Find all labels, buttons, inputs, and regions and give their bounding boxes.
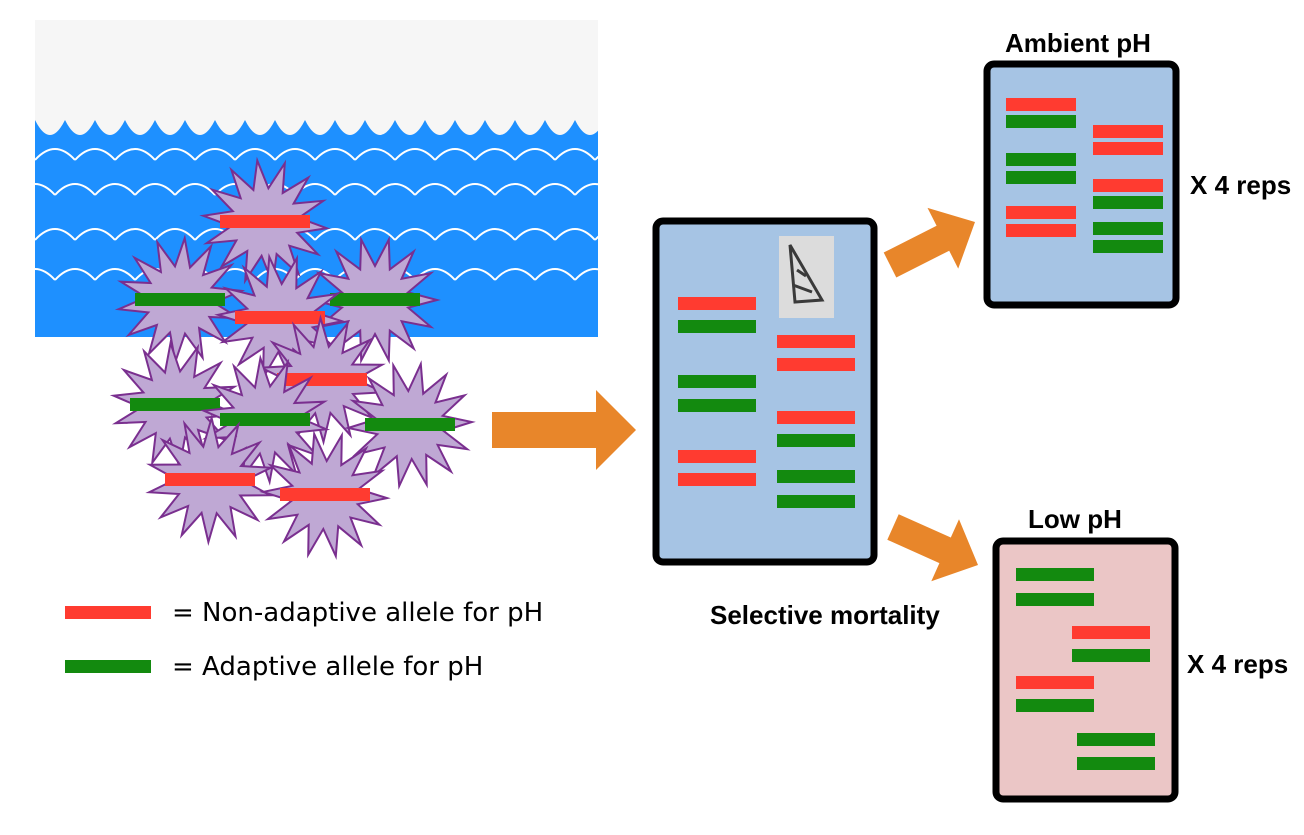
selective-mortality-label: Selective mortality <box>710 600 940 630</box>
spiky-cell-icon <box>199 156 331 288</box>
spiky-cell-icon <box>199 354 331 486</box>
non-adaptive-allele-bar <box>678 450 756 463</box>
non-adaptive-allele-bar <box>1093 142 1163 155</box>
spiky-cell-icon <box>259 430 391 560</box>
right-arrow-icon <box>492 390 636 470</box>
arrows <box>492 207 978 582</box>
non-adaptive-allele-bar <box>1093 125 1163 138</box>
non-adaptive-allele-bar <box>1093 179 1163 192</box>
adaptive-allele-bar <box>220 413 310 426</box>
spiky-cell-icon <box>145 414 275 546</box>
wave-line <box>35 148 598 161</box>
right-arrow-icon <box>887 514 978 582</box>
non-adaptive-allele-bar <box>277 373 367 386</box>
non-adaptive-allele-bar <box>777 358 855 371</box>
non-adaptive-allele-bar <box>1016 676 1094 689</box>
right-arrow-icon <box>883 207 975 278</box>
diatom-shell <box>788 244 825 304</box>
non-adaptive-allele-bar <box>165 473 255 486</box>
ocean-scene <box>35 20 598 337</box>
adaptive-allele-bar <box>1016 593 1094 606</box>
adaptive-allele-bar <box>777 434 855 447</box>
sea-group <box>35 20 598 337</box>
spiky-cell-icon <box>344 360 476 490</box>
culture-boxes <box>652 60 1180 803</box>
diatom-detail <box>792 268 813 294</box>
adaptive-allele-bar <box>1006 153 1076 166</box>
low-title: Low pH <box>1028 504 1122 534</box>
legend-non-adaptive-swatch <box>65 606 151 619</box>
adaptive-allele-bar <box>1016 699 1094 712</box>
adaptive-allele-bar <box>1093 196 1163 209</box>
low-ph-box <box>992 537 1179 803</box>
adaptive-allele-bar <box>1077 757 1155 770</box>
non-adaptive-allele-bar <box>777 335 855 348</box>
adaptive-allele-bar <box>1072 649 1150 662</box>
ambient-reps-label: X 4 reps <box>1190 170 1292 200</box>
adaptive-allele-bar <box>130 398 220 411</box>
low-reps-label: X 4 reps <box>1187 649 1289 679</box>
selection-box <box>652 217 878 566</box>
adaptive-allele-bar <box>1093 240 1163 253</box>
adaptive-allele-bar <box>777 470 855 483</box>
non-adaptive-allele-bar <box>220 215 310 228</box>
adaptive-allele-bar <box>1093 222 1163 235</box>
micrograph-background <box>779 236 834 318</box>
adaptive-allele-bar <box>330 293 420 306</box>
legend-non-adaptive-label: = Non-adaptive allele for pH <box>172 598 544 628</box>
adaptive-allele-bar <box>678 375 756 388</box>
adaptive-allele-bar <box>1077 733 1155 746</box>
non-adaptive-allele-bar <box>1006 224 1076 237</box>
non-adaptive-allele-bar <box>1072 626 1150 639</box>
non-adaptive-allele-bar <box>678 473 756 486</box>
adaptive-allele-bar <box>1006 171 1076 184</box>
adaptive-allele-bar <box>678 320 756 333</box>
legend-adaptive-swatch <box>65 660 151 673</box>
adaptive-allele-bar <box>1006 115 1076 128</box>
legend-adaptive-label: = Adaptive allele for pH <box>172 652 484 682</box>
adaptive-allele-bar <box>1016 568 1094 581</box>
diatom-micrograph-icon <box>779 236 834 318</box>
non-adaptive-allele-bar <box>1006 206 1076 219</box>
spiky-cell-icon <box>114 234 246 366</box>
adaptive-allele-bar <box>135 293 225 306</box>
population-cells <box>109 156 476 560</box>
adaptive-allele-bar <box>365 418 455 431</box>
spiky-cell-icon <box>214 253 346 383</box>
non-adaptive-allele-bar <box>1006 98 1076 111</box>
non-adaptive-allele-bar <box>235 311 325 324</box>
non-adaptive-allele-bar <box>280 488 370 501</box>
adaptive-allele-bar <box>777 495 855 508</box>
adaptive-allele-bar <box>678 399 756 412</box>
non-adaptive-allele-bar <box>678 297 756 310</box>
non-adaptive-allele-bar <box>777 411 855 424</box>
legend-swatches <box>65 606 151 673</box>
box-frame <box>652 217 878 566</box>
ambient-title: Ambient pH <box>1005 28 1151 58</box>
ambient-ph-box <box>983 60 1180 309</box>
